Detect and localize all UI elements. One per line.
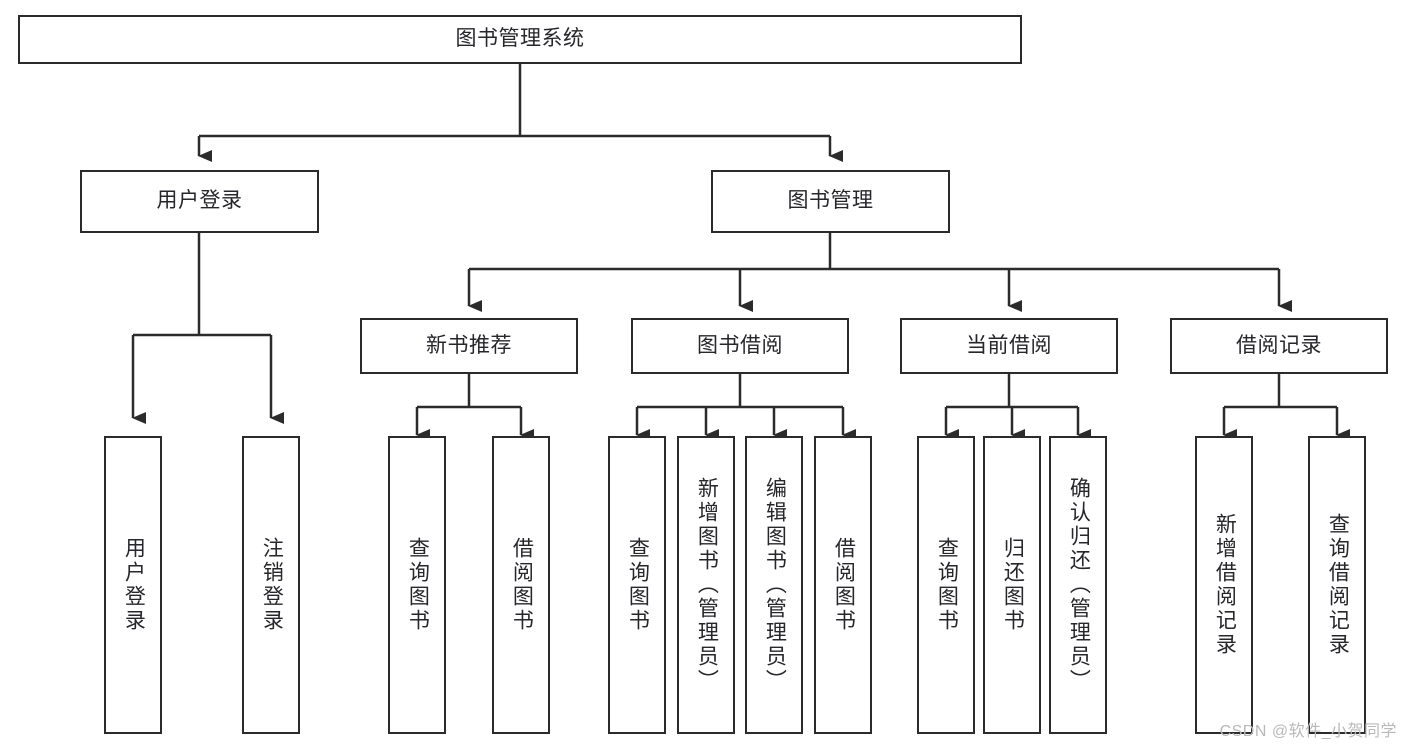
leaf-book-borrow-add[interactable]: 新增图书（管理员） — [677, 436, 735, 734]
node-label: 新书推荐 — [426, 333, 512, 357]
node-label: 新增图书（管理员） — [695, 477, 719, 693]
node-label: 查询借阅记录 — [1326, 513, 1350, 657]
leaf-current-borrow-confirm-return[interactable]: 确认归还（管理员） — [1049, 436, 1107, 734]
node-user-login[interactable]: 用户登录 — [80, 170, 319, 233]
node-label: 查询图书 — [935, 537, 959, 633]
leaf-borrow-record-add[interactable]: 新增借阅记录 — [1195, 436, 1253, 734]
node-root-system[interactable]: 图书管理系统 — [18, 15, 1022, 64]
node-borrow-record[interactable]: 借阅记录 — [1170, 318, 1388, 374]
node-book-management[interactable]: 图书管理 — [711, 170, 950, 233]
csdn-watermark: CSDN @软件_小贺同学 — [1219, 723, 1397, 740]
node-label: 确认归还（管理员） — [1067, 477, 1091, 693]
node-book-borrow[interactable]: 图书借阅 — [631, 318, 849, 374]
leaf-borrow-record-query[interactable]: 查询借阅记录 — [1308, 436, 1366, 734]
node-label: 图书管理系统 — [455, 27, 585, 51]
node-label: 编辑图书（管理员） — [763, 477, 787, 693]
node-current-borrow[interactable]: 当前借阅 — [900, 318, 1118, 374]
leaf-book-borrow-borrow[interactable]: 借阅图书 — [814, 436, 872, 734]
node-label: 图书借阅 — [697, 333, 783, 357]
leaf-user-login-login[interactable]: 用户登录 — [104, 436, 162, 734]
node-label: 查询图书 — [406, 537, 430, 633]
node-label: 借阅记录 — [1236, 333, 1322, 357]
leaf-book-borrow-query[interactable]: 查询图书 — [608, 436, 666, 734]
leaf-current-borrow-return[interactable]: 归还图书 — [983, 436, 1041, 734]
node-label: 借阅图书 — [832, 537, 856, 633]
leaf-current-borrow-query[interactable]: 查询图书 — [917, 436, 975, 734]
node-label: 借阅图书 — [510, 537, 534, 633]
node-label: 当前借阅 — [966, 333, 1052, 357]
leaf-new-book-query[interactable]: 查询图书 — [388, 436, 446, 734]
node-label: 用户登录 — [156, 189, 243, 213]
node-new-book-recommend[interactable]: 新书推荐 — [360, 318, 578, 374]
node-label: 注销登录 — [260, 537, 284, 633]
node-label: 图书管理 — [787, 189, 874, 213]
leaf-new-book-borrow[interactable]: 借阅图书 — [492, 436, 550, 734]
node-label: 查询图书 — [626, 537, 650, 633]
node-label: 归还图书 — [1001, 537, 1025, 633]
leaf-book-borrow-edit[interactable]: 编辑图书（管理员） — [745, 436, 803, 734]
node-label: 用户登录 — [122, 537, 146, 633]
leaf-user-login-logout[interactable]: 注销登录 — [242, 436, 300, 734]
node-label: 新增借阅记录 — [1213, 513, 1237, 657]
